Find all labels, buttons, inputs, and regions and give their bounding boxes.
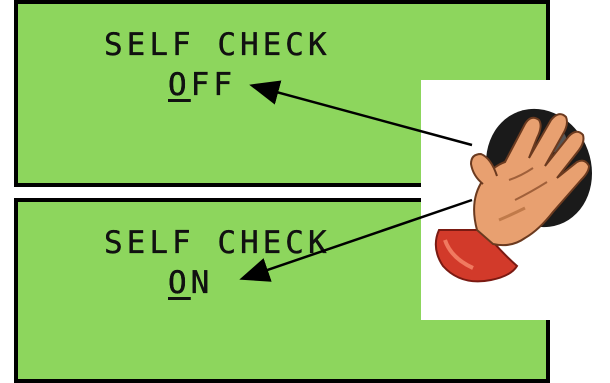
- lcd-title-text: SELF CHECK: [104, 228, 331, 259]
- lcd-title-text: SELF CHECK: [104, 30, 331, 61]
- hand-turning-knob-icon: [421, 80, 610, 320]
- lcd-value-rest: FF: [191, 67, 236, 103]
- hand-turning-knob-illustration: [421, 80, 610, 320]
- lcd-cursor-char: O: [168, 67, 191, 103]
- lcd-value-rest: N: [191, 265, 214, 301]
- lcd-value-text: ON: [168, 268, 213, 299]
- lcd-value-text: OFF: [168, 70, 236, 101]
- lcd-cursor-char: O: [168, 265, 191, 301]
